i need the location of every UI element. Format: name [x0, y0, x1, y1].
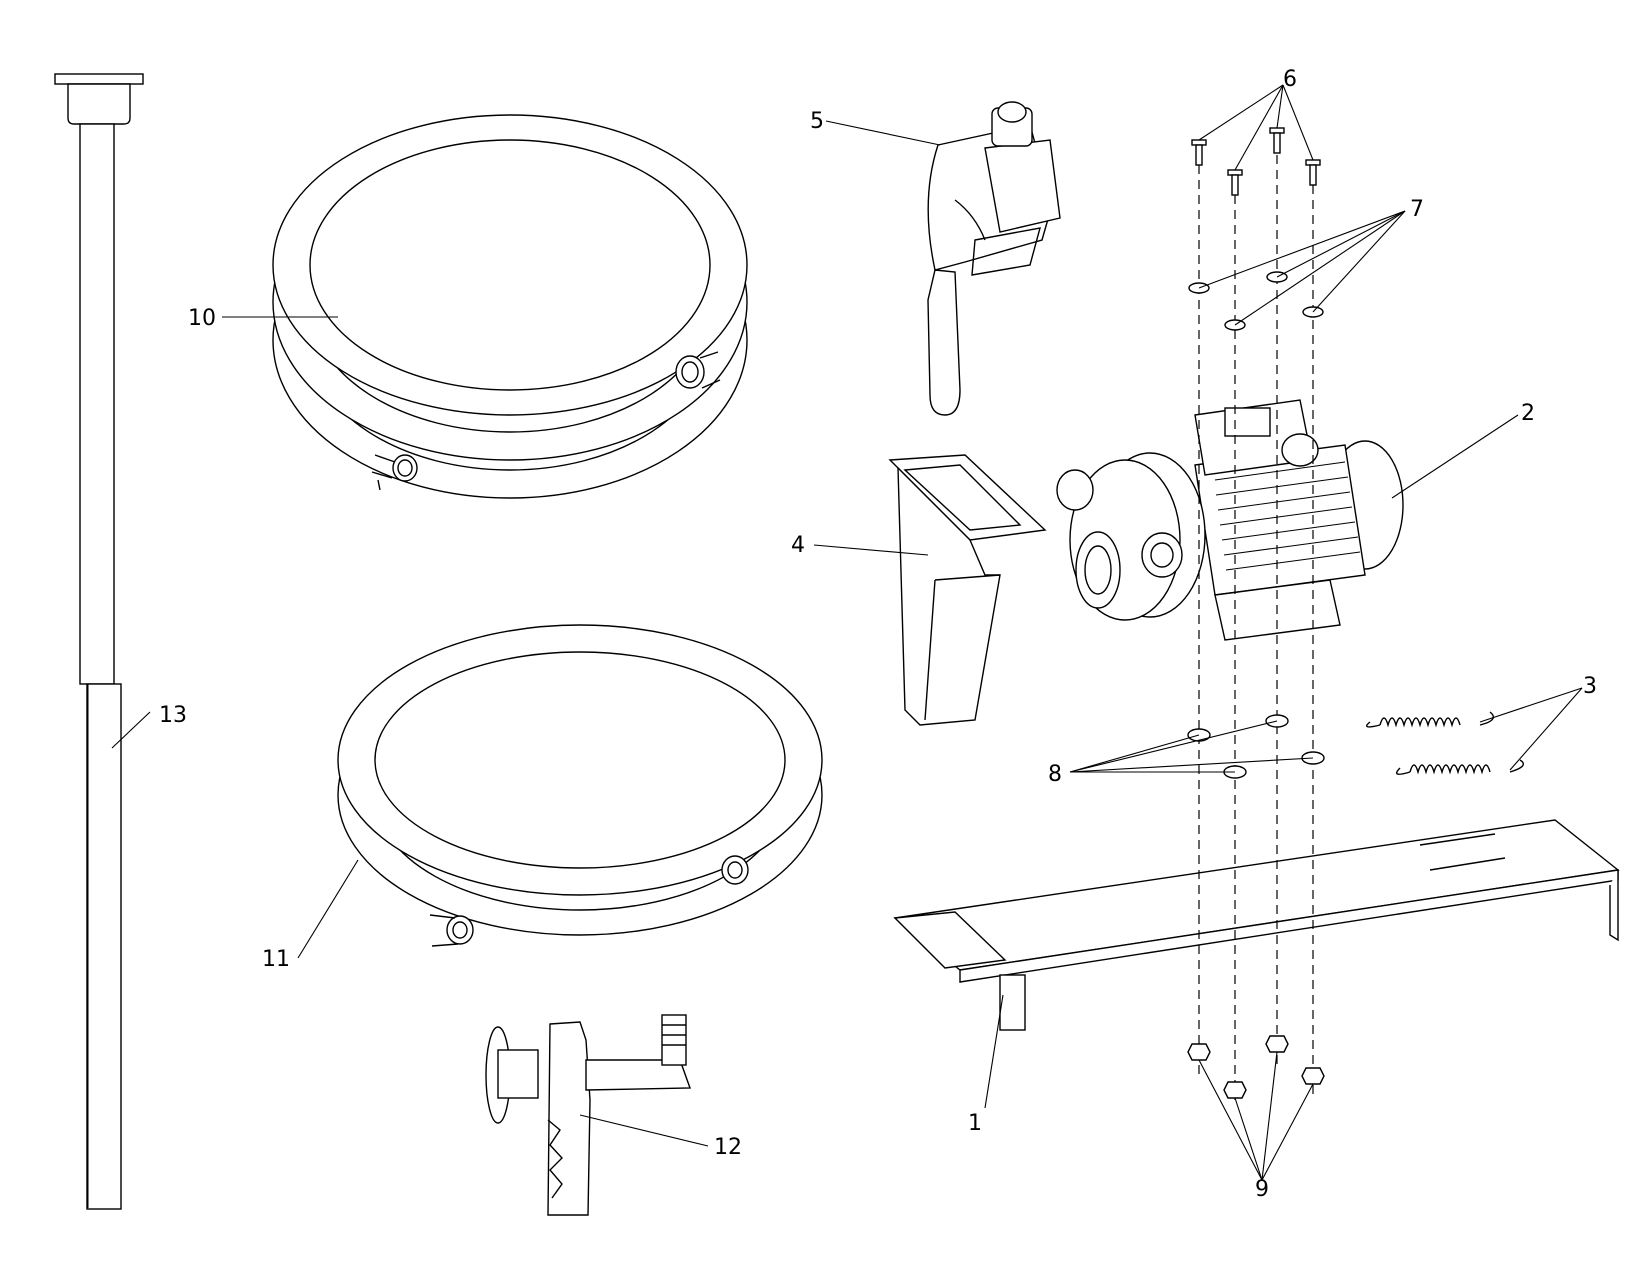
callout-10: 10: [188, 306, 216, 331]
leader-lines: [111, 84, 1583, 1181]
callout-1: 1: [968, 1111, 982, 1136]
callout-4: 4: [791, 533, 805, 558]
part-2-electric-pump: [1056, 399, 1404, 641]
callout-8: 8: [1048, 762, 1062, 787]
part-12-suction-filter: [485, 1014, 691, 1216]
callout-13: 13: [159, 703, 187, 728]
part-7-washers: [1188, 271, 1324, 331]
callout-12: 12: [714, 1135, 742, 1160]
part-11-suction-hose: [337, 624, 823, 947]
part-5-fuel-nozzle: [927, 101, 1061, 416]
callout-6: 6: [1283, 67, 1297, 92]
callout-7: 7: [1410, 197, 1424, 222]
part-9-nuts: [1187, 1035, 1325, 1099]
callout-9: 9: [1255, 1177, 1269, 1202]
callout-11: 11: [262, 947, 290, 972]
part-10-delivery-hose: [272, 114, 748, 499]
part-8-pads: [1187, 714, 1325, 779]
part-6-screws: [1191, 127, 1321, 196]
callout-5: 5: [810, 109, 824, 134]
callout-3: 3: [1583, 674, 1597, 699]
part-1-base-plate: [893, 819, 1620, 1031]
part-3-springs: [1366, 711, 1524, 775]
fasteners: [1187, 127, 1325, 1100]
part-13-suction-tube: [54, 73, 144, 1210]
callout-2: 2: [1521, 401, 1535, 426]
callout-labels: 1 2 3 4 5 6 7 8 9 10 11 12 13: [159, 67, 1597, 1202]
part-4-nozzle-holder: [888, 454, 1047, 726]
